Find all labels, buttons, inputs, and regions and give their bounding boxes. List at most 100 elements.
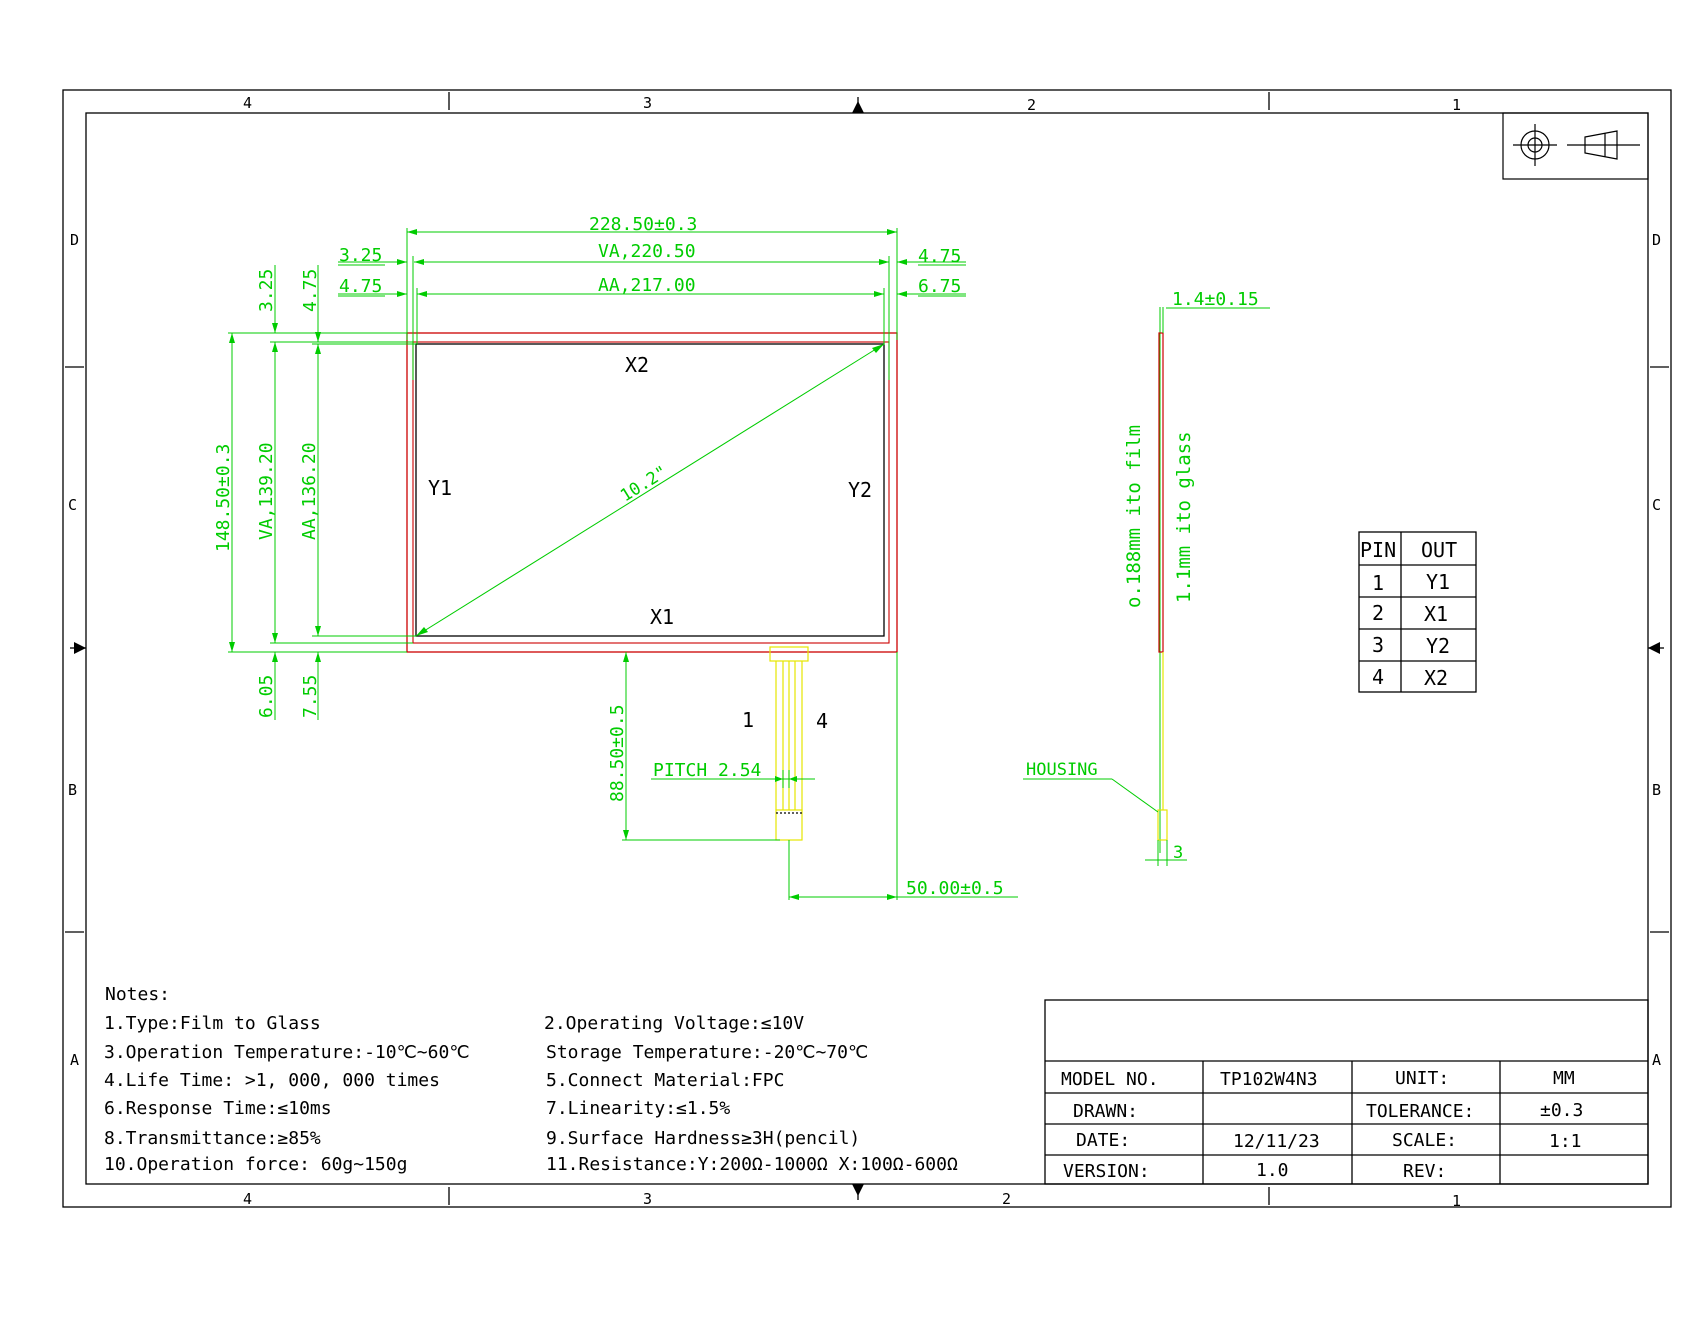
panel-outline: [406, 332, 898, 653]
date-value: 12/11/23: [1233, 1131, 1320, 1152]
pin-cell: 3: [1372, 633, 1384, 657]
pin-cell: 4: [1372, 665, 1384, 689]
model-label: MODEL NO.: [1061, 1069, 1159, 1090]
side-housing: [1157, 809, 1168, 841]
col-label: 1: [1452, 96, 1461, 114]
tolerance-label: TOLERANCE:: [1366, 1101, 1474, 1122]
dimension-arrows: [229, 229, 907, 900]
panel-front-view: X2 X1 Y1 Y2 10.2": [406, 332, 898, 653]
scale-value: 1:1: [1549, 1131, 1582, 1152]
diagonal-line: [415, 343, 885, 637]
dim-aa-height: AA,136.20: [299, 442, 320, 540]
dim-outer-width: 228.50±0.3: [589, 214, 697, 235]
version-label: VERSION:: [1063, 1161, 1150, 1182]
dim-va-width: VA,220.50: [598, 241, 696, 262]
note-item: 5.Connect Material:FPC: [546, 1070, 784, 1091]
col-label: 3: [643, 1190, 652, 1208]
projection-cone-icon: [1584, 130, 1618, 160]
row-label: A: [70, 1051, 79, 1069]
row-label: A: [1652, 1051, 1661, 1069]
notes-heading: Notes:: [105, 984, 170, 1005]
glass-label: 1.1mm ito glass: [1173, 431, 1195, 603]
title-block: MODEL NO. TP102W4N3 UNIT: MM DRAWN: TOLE…: [1044, 999, 1649, 1185]
side-view: 1.4±0.15 o.188mm ito film 1.1mm ito glas…: [1023, 289, 1270, 866]
dim-aa-width: AA,217.00: [598, 275, 696, 296]
dim-right-a: 4.75: [918, 246, 961, 267]
dim-v-bot-a: 6.05: [256, 675, 277, 718]
dim-right-b: 6.75: [918, 276, 961, 297]
pin-table-header-out: OUT: [1421, 538, 1457, 562]
pin-table: PIN OUT 1 Y1 2 X1 3 Y2 4 X2: [1358, 531, 1477, 693]
note-item: 1.Type:Film to Glass: [104, 1013, 321, 1034]
notes: Notes: 1.Type:Film to Glass 2.Operating …: [104, 984, 958, 1175]
out-cell: Y1: [1426, 570, 1450, 594]
out-cell: Y2: [1426, 634, 1450, 658]
row-label: C: [68, 496, 77, 514]
row-label: D: [1652, 231, 1661, 249]
pin-table-header-pin: PIN: [1360, 538, 1396, 562]
note-item: 3.Operation Temperature:-10℃~60℃: [104, 1042, 470, 1063]
note-item: 7.Linearity:≤1.5%: [546, 1098, 730, 1119]
scale-label: SCALE:: [1392, 1130, 1457, 1151]
out-cell: X1: [1424, 602, 1448, 626]
row-label: D: [70, 231, 79, 249]
pin-cell: 1: [1372, 571, 1384, 595]
housing-dim-label: 3: [1173, 843, 1183, 863]
tolerance-value: ±0.3: [1540, 1100, 1583, 1121]
dim-tail-offset: 50.00±0.5: [906, 878, 1004, 899]
edge-label-x1: X1: [650, 605, 674, 629]
note-item: 4.Life Time: >1, 000, 000 times: [104, 1070, 440, 1091]
note-item: 10.Operation force: 60g~150g: [104, 1154, 407, 1175]
centering-marks: [70, 97, 1664, 1200]
pin-4-label: 4: [816, 709, 828, 733]
frame-labels: 4 3 2 1 4 3 2 1 D C B A D C B A: [68, 94, 1661, 1210]
dim-v-top-a: 3.25: [256, 269, 277, 312]
dim-v-bot-b: 7.55: [300, 675, 321, 718]
dim-v-top-b: 4.75: [300, 269, 321, 312]
dim-left-a: 3.25: [339, 245, 382, 266]
row-label: B: [1652, 781, 1661, 799]
model-value: TP102W4N3: [1220, 1069, 1318, 1090]
housing-label: HOUSING: [1026, 760, 1098, 780]
side-thickness-label: 1.4±0.15: [1172, 289, 1259, 310]
dim-outer-height: 148.50±0.3: [213, 444, 234, 552]
rev-label: REV:: [1403, 1161, 1446, 1182]
aa-outline: [415, 343, 885, 637]
dim-pitch: PITCH 2.54: [653, 760, 761, 781]
film-label: o.188mm ito film: [1123, 425, 1145, 608]
col-label: 4: [243, 1190, 252, 1208]
row-label: B: [68, 781, 77, 799]
dim-left-b: 4.75: [339, 276, 382, 297]
dimension-lines: [228, 228, 1018, 900]
col-label: 2: [1002, 1190, 1011, 1208]
note-item: 8.Transmittance:≥85%: [104, 1128, 321, 1149]
col-label: 4: [243, 94, 252, 112]
edge-label-x2: X2: [625, 353, 649, 377]
note-item: 11.Resistance:Y:200Ω-1000Ω X:100Ω-600Ω: [546, 1154, 958, 1175]
va-outline: [412, 341, 890, 644]
dim-va-height: VA,139.20: [256, 442, 277, 540]
fpc-tail: [769, 646, 809, 841]
outer-border: [62, 89, 1672, 1208]
out-cell: X2: [1424, 666, 1448, 690]
dim-tail-length: 88.50±0.5: [607, 704, 628, 802]
note-item: 9.Surface Hardness≥3H(pencil): [546, 1128, 860, 1149]
note-item: Storage Temperature:-20℃~70℃: [546, 1042, 868, 1063]
col-label: 2: [1027, 96, 1036, 114]
edge-label-y1: Y1: [428, 476, 452, 500]
projection-symbol: [1502, 112, 1649, 180]
side-stack-outline: [1158, 332, 1164, 653]
col-label: 1: [1452, 1192, 1461, 1210]
unit-value: MM: [1553, 1068, 1575, 1089]
version-value: 1.0: [1256, 1160, 1289, 1181]
pin-1-label: 1: [742, 708, 754, 732]
diagonal-size-label: 10.2": [617, 462, 671, 506]
drawn-label: DRAWN:: [1073, 1101, 1138, 1122]
date-label: DATE:: [1076, 1130, 1130, 1151]
edge-label-y2: Y2: [848, 478, 872, 502]
unit-label: UNIT:: [1395, 1068, 1449, 1089]
row-label: C: [1652, 496, 1661, 514]
note-item: 6.Response Time:≤10ms: [104, 1098, 332, 1119]
note-item: 2.Operating Voltage:≤10V: [544, 1013, 804, 1034]
